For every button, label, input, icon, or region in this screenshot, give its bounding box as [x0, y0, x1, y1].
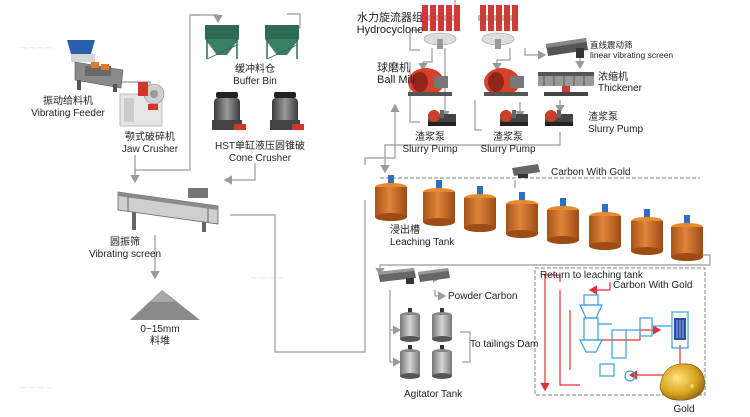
slurry-pump-image-2 — [500, 110, 528, 126]
ball-mill-cn: 球磨机 — [377, 62, 410, 74]
powder-carbon-screen-2 — [418, 268, 450, 282]
carbon-with-gold-label: Carbon With Gold — [551, 167, 631, 178]
carbon-with-gold-2-label: Carbon With Gold — [613, 280, 693, 291]
ball-mill-image-2 — [484, 68, 528, 96]
thickener-cn: 浓缩机 — [598, 72, 628, 83]
jaw-crusher-cn: 颚式破碎机 — [125, 132, 175, 143]
leaching-tank-6 — [589, 204, 621, 250]
agitator-tank-1 — [400, 308, 420, 342]
slurry-pump-1-en: Slurry Pump — [402, 144, 458, 155]
linear-screen-en: linear vibrating screen — [590, 50, 674, 60]
elution-red-lines — [540, 274, 681, 392]
cone-crusher-image-1 — [212, 92, 246, 130]
buffer-bin-image-2 — [265, 25, 299, 60]
electrolysis-cell — [674, 318, 686, 340]
powder-carbon-screen-1 — [378, 268, 416, 284]
hydrocyclone-cn: 水力旋流器组 — [357, 12, 423, 24]
buffer-bin-en: Buffer Bin — [233, 76, 277, 87]
slurry-pump-3-cn: 渣浆泵 — [588, 112, 618, 123]
leaching-tank-7 — [631, 209, 663, 255]
gold-label: Gold — [673, 404, 695, 415]
jaw-crusher-image — [119, 82, 165, 127]
agitator-tank-4 — [432, 345, 452, 379]
agitator-tank-2 — [432, 308, 452, 342]
hydrocyclone-en: Hydrocyclone — [356, 24, 424, 36]
cone-crusher-en: Cone Crusher — [228, 153, 292, 164]
return-to-leaching-label: Return to leaching tank — [540, 270, 643, 281]
cone-crusher-image-2 — [270, 92, 304, 130]
watermark: ~~~~ — [20, 380, 55, 395]
slurry-pump-2-cn: 渣浆泵 — [493, 132, 523, 143]
vibrating-feeder-image — [67, 40, 124, 92]
slurry-pump-1-cn: 渣浆泵 — [415, 132, 445, 143]
jaw-crusher-en: Jaw Crusher — [121, 144, 179, 155]
gold-nugget-image — [659, 363, 705, 401]
to-tailings-dam-label: To tailings Dam — [470, 339, 539, 350]
thickener-image — [538, 72, 594, 96]
leaching-tank-2 — [423, 180, 455, 226]
hydrocyclone-image-2 — [478, 5, 518, 49]
watermark: ~~~~ — [20, 40, 55, 55]
slurry-pump-image-1 — [428, 110, 456, 126]
ball-mill-image-1 — [408, 68, 452, 96]
slurry-pump-image-3 — [545, 110, 573, 126]
stockpile-image — [130, 290, 200, 320]
stockpile-cn: 料堆 — [150, 336, 170, 347]
linear-screen-cn: 直线震动筛 — [590, 40, 633, 50]
slurry-pump-3-en: Slurry Pump — [588, 124, 644, 135]
agitator-tank-3 — [400, 345, 420, 379]
vibrating-screen-image — [117, 188, 219, 232]
cone-crusher-cn: HST单缸液压圆锥破 — [215, 141, 305, 152]
vibrating-feeder-en: Vibrating Feeder — [31, 108, 105, 119]
linear-screen-image — [546, 38, 588, 58]
leaching-tank-3 — [464, 186, 496, 232]
leaching-tank-8 — [671, 215, 703, 261]
powder-carbon-label: Powder Carbon — [448, 291, 518, 302]
hydrocyclone-image-1 — [420, 5, 460, 49]
vibrating-screen-cn: 圆振筛 — [110, 237, 140, 248]
ball-mill-en: Ball Mill — [377, 74, 415, 86]
leaching-tank-en: Leaching Tank — [390, 237, 455, 248]
vibrating-feeder-cn: 振动给料机 — [43, 96, 93, 107]
agitator-tank-label: Agitator Tank — [404, 389, 463, 400]
buffer-bin-cn: 缓冲料仓 — [235, 64, 275, 75]
leaching-tank-4 — [506, 192, 538, 238]
thickener-en: Thickener — [598, 83, 642, 94]
elution-column-image — [579, 294, 689, 382]
leaching-tank-1 — [375, 175, 407, 221]
leaching-tank-5 — [547, 198, 579, 244]
carbon-screen-top — [512, 164, 540, 178]
leaching-tank-cn: 浸出槽 — [390, 225, 420, 236]
buffer-bin-image-1 — [205, 25, 239, 60]
slurry-pump-2-en: Slurry Pump — [480, 144, 536, 155]
vibrating-screen-en: Vibrating screen — [88, 249, 162, 260]
stockpile-size: 0~15mm — [140, 324, 180, 335]
